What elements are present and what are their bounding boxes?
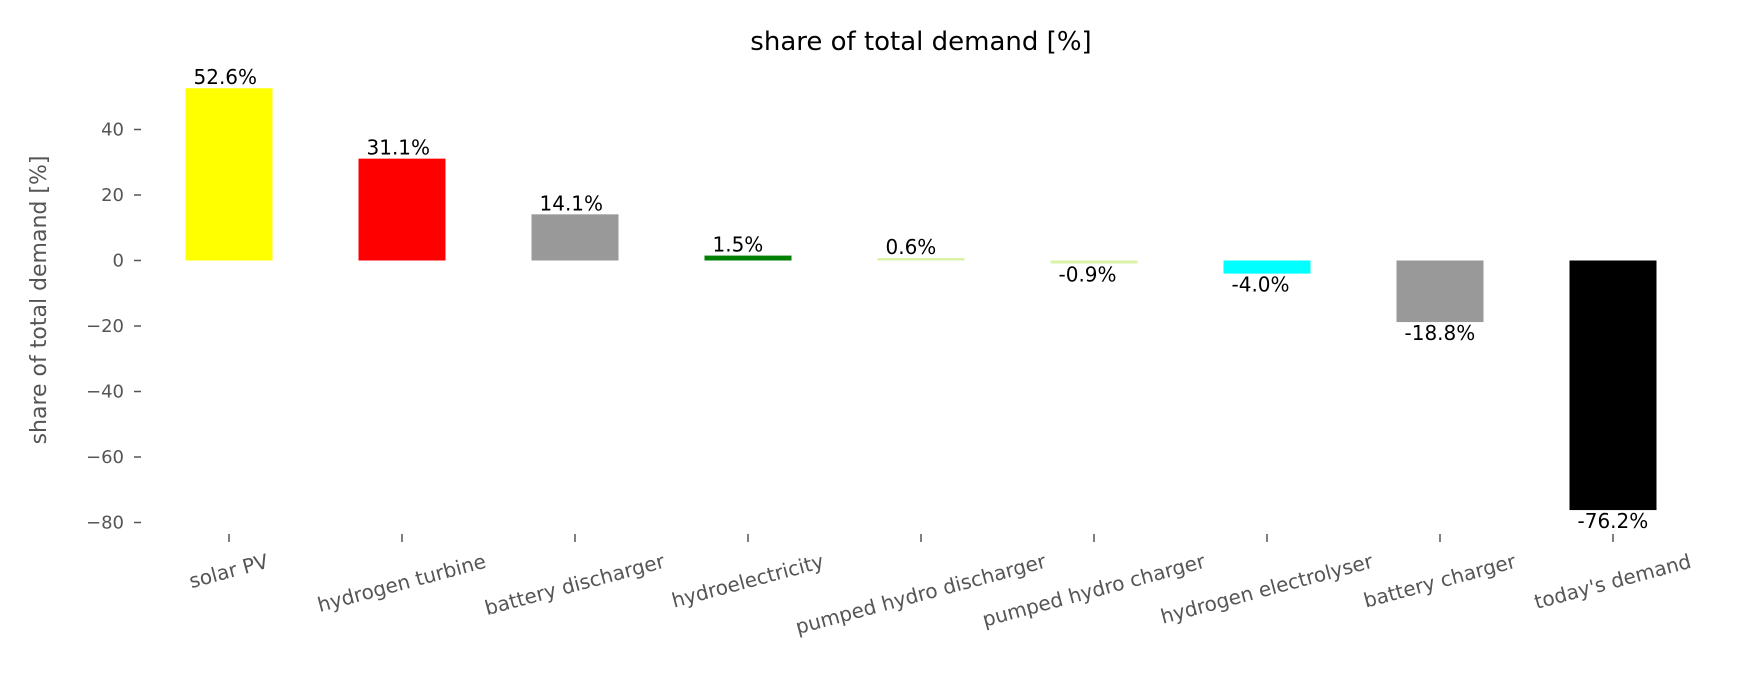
y-tick-label: −60 (86, 447, 124, 468)
y-axis-label: share of total demand [%] (27, 156, 52, 445)
data-label: -76.2% (1578, 509, 1649, 533)
y-tick-label: −20 (86, 316, 124, 337)
y-tick-label: 20 (101, 185, 124, 206)
data-label: -18.8% (1405, 321, 1476, 345)
bars: 52.6% 31.1% 14.1% 1.5% 0.6% -0.9% -4.0% -18.8% -… (185, 65, 1657, 533)
x-tick-label: pumped hydro discharger (793, 549, 1049, 639)
bar (185, 88, 273, 261)
chart-title: share of total demand [%] (750, 27, 1091, 57)
bar (877, 258, 965, 261)
x-tick-label: battery charger (1361, 549, 1519, 613)
data-label: 14.1% (540, 191, 604, 215)
y-tick-label: 0 (113, 251, 124, 272)
bar (704, 255, 792, 261)
data-label: 52.6% (194, 65, 258, 89)
bar (1223, 260, 1311, 274)
y-tick-label: −40 (86, 382, 124, 403)
y-tick-label: −80 (86, 513, 124, 534)
bar (1396, 260, 1484, 323)
y-axis: 40 20 0 −20 −40 −60 −80 (86, 120, 141, 534)
data-label: 31.1% (367, 136, 431, 160)
x-tick-label: hydrogen turbine (315, 549, 489, 617)
bar (358, 158, 446, 261)
data-label: -0.9% (1059, 262, 1117, 286)
x-tick-label: solar PV (186, 549, 271, 593)
data-label: -4.0% (1232, 273, 1290, 297)
bar (1569, 260, 1657, 511)
x-tick-label: battery discharger (482, 549, 668, 620)
x-tick-label: hydroelectricity (669, 549, 826, 613)
data-label: 1.5% (713, 233, 764, 257)
bar (1050, 260, 1138, 264)
x-tick-label: today's demand (1532, 549, 1694, 614)
bar (531, 214, 619, 261)
y-tick-label: 40 (101, 120, 124, 141)
data-label: 0.6% (886, 235, 937, 259)
